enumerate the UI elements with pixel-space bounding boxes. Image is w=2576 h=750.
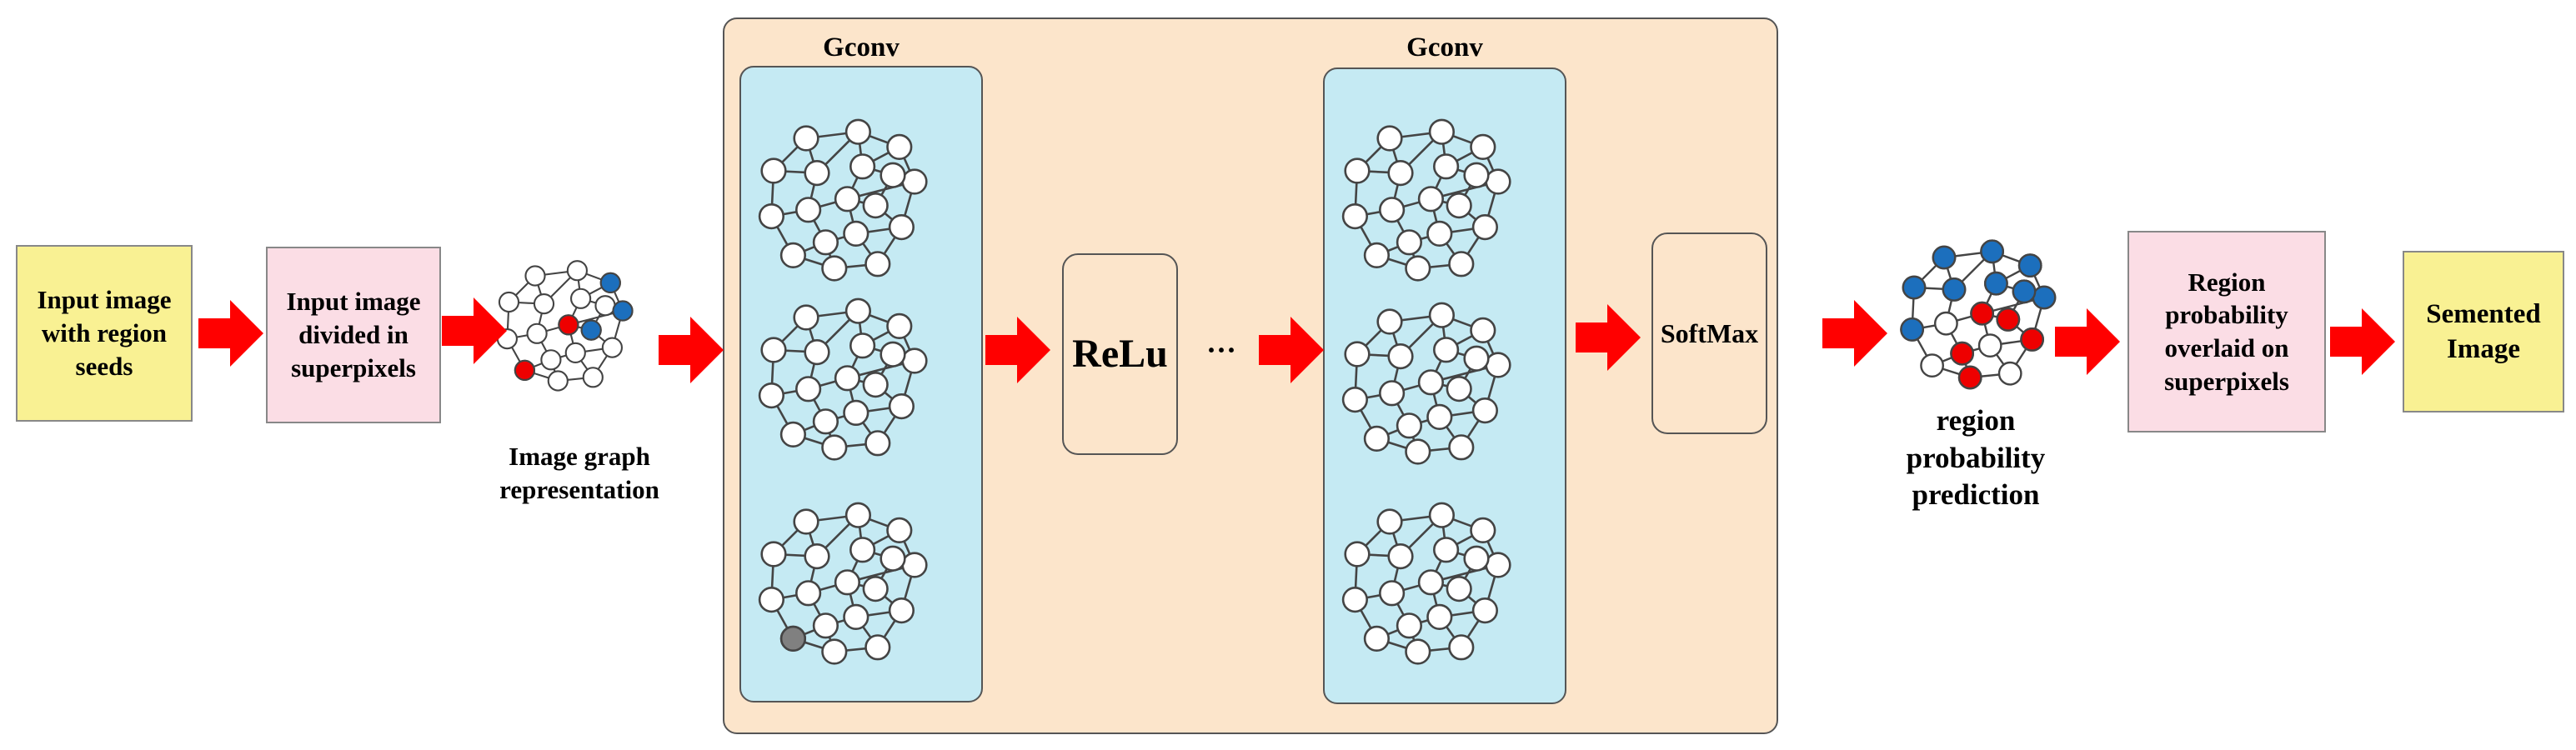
ellipsis-label: ···	[1205, 332, 1237, 367]
right-arrow-icon	[2055, 308, 2120, 375]
right-arrow-icon	[659, 317, 724, 383]
input-image-label: Input image with region seeds	[37, 285, 172, 381]
prediction-graph	[1900, 239, 2057, 390]
graph-caption: Image graph representation	[499, 442, 659, 504]
image-graph	[496, 260, 634, 392]
right-arrow-icon	[198, 300, 263, 367]
output-label: Semented Image	[2426, 298, 2541, 364]
relu-label: ReLu	[1072, 332, 1168, 377]
overlay-box	[2127, 231, 2326, 432]
relu-box	[1062, 253, 1178, 455]
right-arrow-icon	[1822, 300, 1887, 367]
superpixels-label: Input image divided in superpixels	[286, 287, 421, 382]
gconv-title-1: Gconv	[823, 32, 900, 62]
softmax-label: SoftMax	[1660, 318, 1759, 348]
right-arrow-icon	[2330, 308, 2395, 375]
superpixel-box	[266, 247, 441, 423]
prediction-caption: region probability prediction	[1906, 403, 2046, 512]
gconv-title-2: Gconv	[1406, 32, 1483, 62]
softmax-box	[1651, 232, 1767, 434]
input-image-box	[16, 245, 193, 422]
gconv-panel-1	[739, 66, 983, 702]
output-box	[2403, 251, 2564, 412]
right-arrow-icon	[442, 298, 507, 364]
gconv1-graph-3	[758, 502, 928, 665]
overlay-label: Region probability overlaid on superpixe…	[2164, 267, 2289, 396]
